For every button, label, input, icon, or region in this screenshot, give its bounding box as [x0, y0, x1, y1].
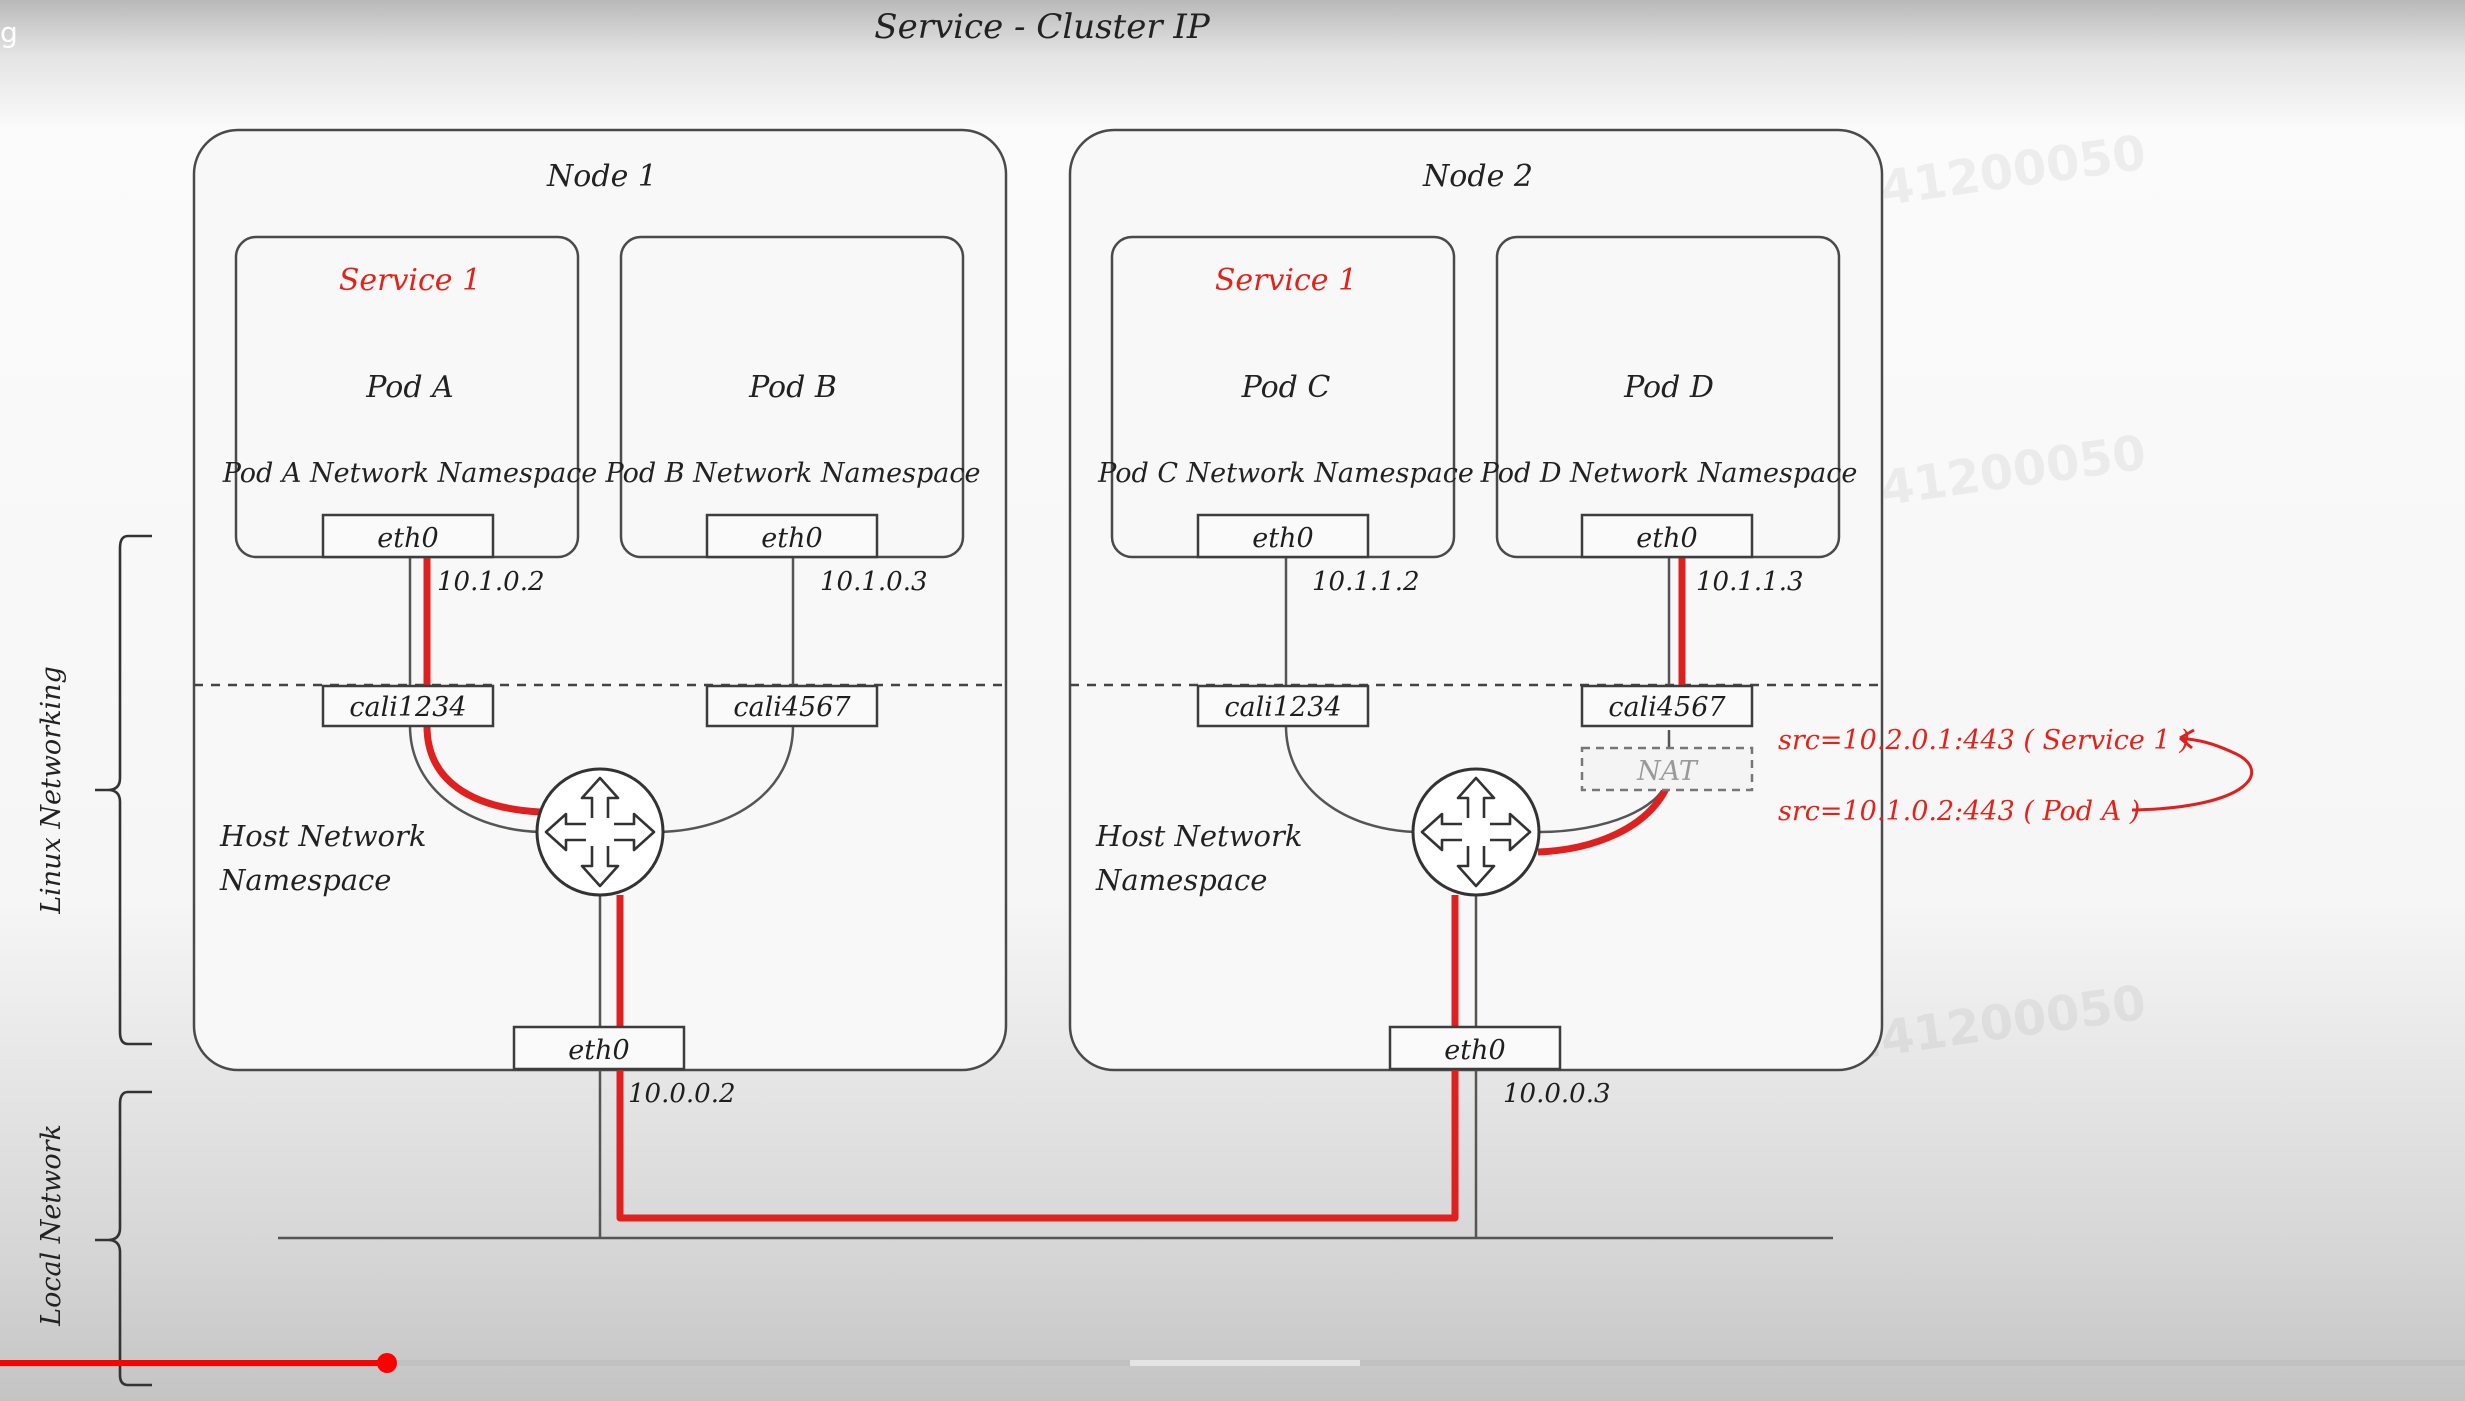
corner-text: g: [0, 16, 18, 49]
svg-text:eth0: eth0: [568, 1035, 629, 1066]
pod-c-ip: 10.1.1.2: [1312, 567, 1420, 597]
pod-a-ip: 10.1.0.2: [437, 567, 545, 597]
pod-a-eth0: eth0: [321, 513, 495, 559]
watermark: 241200050: [1844, 975, 2149, 1072]
node1-host-ns-line2: Namespace: [219, 863, 391, 897]
pod-b-namespace: Pod B Network Namespace: [605, 458, 981, 489]
node1-cali4567: cali4567: [705, 684, 879, 728]
svg-text:eth0: eth0: [761, 523, 822, 554]
pod-d-namespace: Pod D Network Namespace: [1480, 458, 1858, 489]
router-icon-node2: [1411, 767, 1541, 897]
svg-text:eth0: eth0: [1252, 523, 1313, 554]
pod-b-name: Pod B: [748, 370, 837, 405]
svg-text:cali4567: cali4567: [1608, 692, 1726, 723]
buffered-segment: [1130, 1360, 1360, 1366]
rewrite-arrow-icon: [2131, 728, 2253, 812]
pod-a-name: Pod A: [365, 370, 453, 405]
pod-a-service-label: Service 1: [339, 263, 481, 298]
pod-a-namespace: Pod A Network Namespace: [222, 458, 598, 489]
node2-cali1234: cali1234: [1196, 684, 1370, 728]
svg-text:eth0: eth0: [1444, 1035, 1505, 1066]
svg-text:cali1234: cali1234: [349, 692, 466, 723]
node1-cali1234: cali1234: [321, 684, 495, 728]
src-pod-annotation: src=10.1.0.2:443 ( Pod A ): [1778, 796, 2140, 827]
pod-c-name: Pod C: [1241, 370, 1331, 405]
node1-eth0: eth0: [512, 1025, 686, 1071]
pod-d-ip: 10.1.1.3: [1696, 567, 1804, 597]
pod-c-eth0: eth0: [1196, 513, 1370, 559]
linux-networking-label: Linux Networking: [36, 666, 67, 915]
local-network-brace: [95, 1090, 152, 1387]
router-icon-node1: [535, 767, 665, 897]
node2-eth0: eth0: [1388, 1025, 1562, 1071]
node2-cali4567: cali4567: [1580, 684, 1754, 728]
pod-c-service-label: Service 1: [1215, 263, 1357, 298]
node2-host-ns-line1: Host Network: [1095, 819, 1302, 853]
pod-b-eth0: eth0: [705, 513, 879, 559]
pod-d-eth0: eth0: [1580, 513, 1754, 559]
svg-text:eth0: eth0: [377, 523, 438, 554]
progress-fill: [0, 1360, 387, 1366]
node1-host-ns-line1: Host Network: [219, 819, 426, 853]
local-network-label: Local Network: [36, 1124, 67, 1327]
pod-d-name: Pod D: [1623, 370, 1714, 405]
pod-c-namespace: Pod C Network Namespace: [1097, 458, 1474, 489]
svg-text:eth0: eth0: [1636, 523, 1697, 554]
src-service-annotation: src=10.2.0.1:443 ( Service 1 ): [1778, 725, 2190, 756]
node1-label: Node 1: [546, 159, 657, 194]
video-progress-bar[interactable]: [0, 1353, 2465, 1373]
node2-label: Node 2: [1422, 159, 1533, 194]
watermark: 241200050: [1844, 125, 2149, 222]
pod-b-ip: 10.1.0.3: [820, 567, 928, 597]
svg-text:cali1234: cali1234: [1224, 692, 1341, 723]
node1-eth0-ip: 10.0.0.2: [628, 1079, 736, 1109]
svg-text:cali4567: cali4567: [733, 692, 851, 723]
linux-networking-brace: [95, 534, 152, 1046]
diagram-title: Service - Cluster IP: [874, 7, 1211, 47]
progress-scrubber[interactable]: [377, 1353, 397, 1373]
node2-eth0-ip: 10.0.0.3: [1503, 1079, 1611, 1109]
node2-host-ns-line2: Namespace: [1095, 863, 1267, 897]
svg-text:NAT: NAT: [1636, 756, 1699, 787]
nat-box: NAT: [1580, 746, 1754, 792]
watermark: 241200050: [1844, 425, 2149, 522]
